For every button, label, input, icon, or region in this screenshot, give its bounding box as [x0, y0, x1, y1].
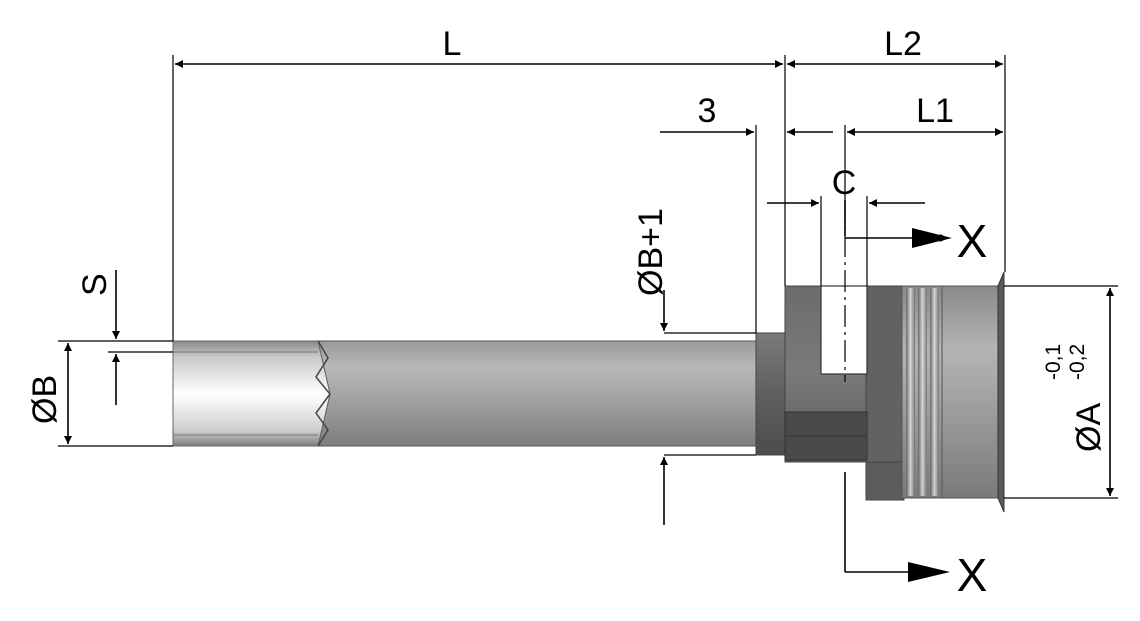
collar [755, 332, 787, 456]
label-3: 3 [698, 92, 717, 130]
dimension-L2: L2 [787, 25, 1006, 272]
label-L2: L2 [884, 25, 922, 63]
seal-face [941, 285, 1003, 499]
dimension-L: L [172, 25, 786, 341]
tube-tip [172, 340, 331, 447]
label-B: ØB [26, 375, 64, 424]
label-section-bottom: X [957, 549, 988, 601]
dimension-3: 3 [660, 92, 833, 333]
label-L1: L1 [916, 92, 954, 130]
slot [820, 285, 868, 375]
dimension-B-plus-1: ØB+1 [632, 208, 756, 525]
dimension-L1: L1 [844, 92, 1003, 200]
label-B-plus-1: ØB+1 [632, 208, 670, 296]
label-L: L [443, 25, 462, 63]
dimension-C: C [767, 164, 925, 286]
break-line [315, 340, 331, 447]
tolerance-lower: -0,2 [1066, 344, 1089, 380]
tube-shank [317, 340, 761, 447]
label-section-top: X [957, 215, 988, 267]
tolerance-upper: -0,1 [1042, 344, 1065, 380]
thermowell-body [172, 271, 1005, 513]
label-C: C [832, 164, 857, 202]
section-X-X: X X [844, 200, 988, 601]
label-A: ØA [1070, 403, 1108, 452]
dimension-B: ØB [26, 340, 173, 447]
label-S: S [76, 273, 114, 296]
seal-lip [997, 271, 1005, 513]
dimension-A: ØA -0,1 -0,2 [1004, 285, 1118, 499]
dimension-S: S [76, 270, 173, 405]
